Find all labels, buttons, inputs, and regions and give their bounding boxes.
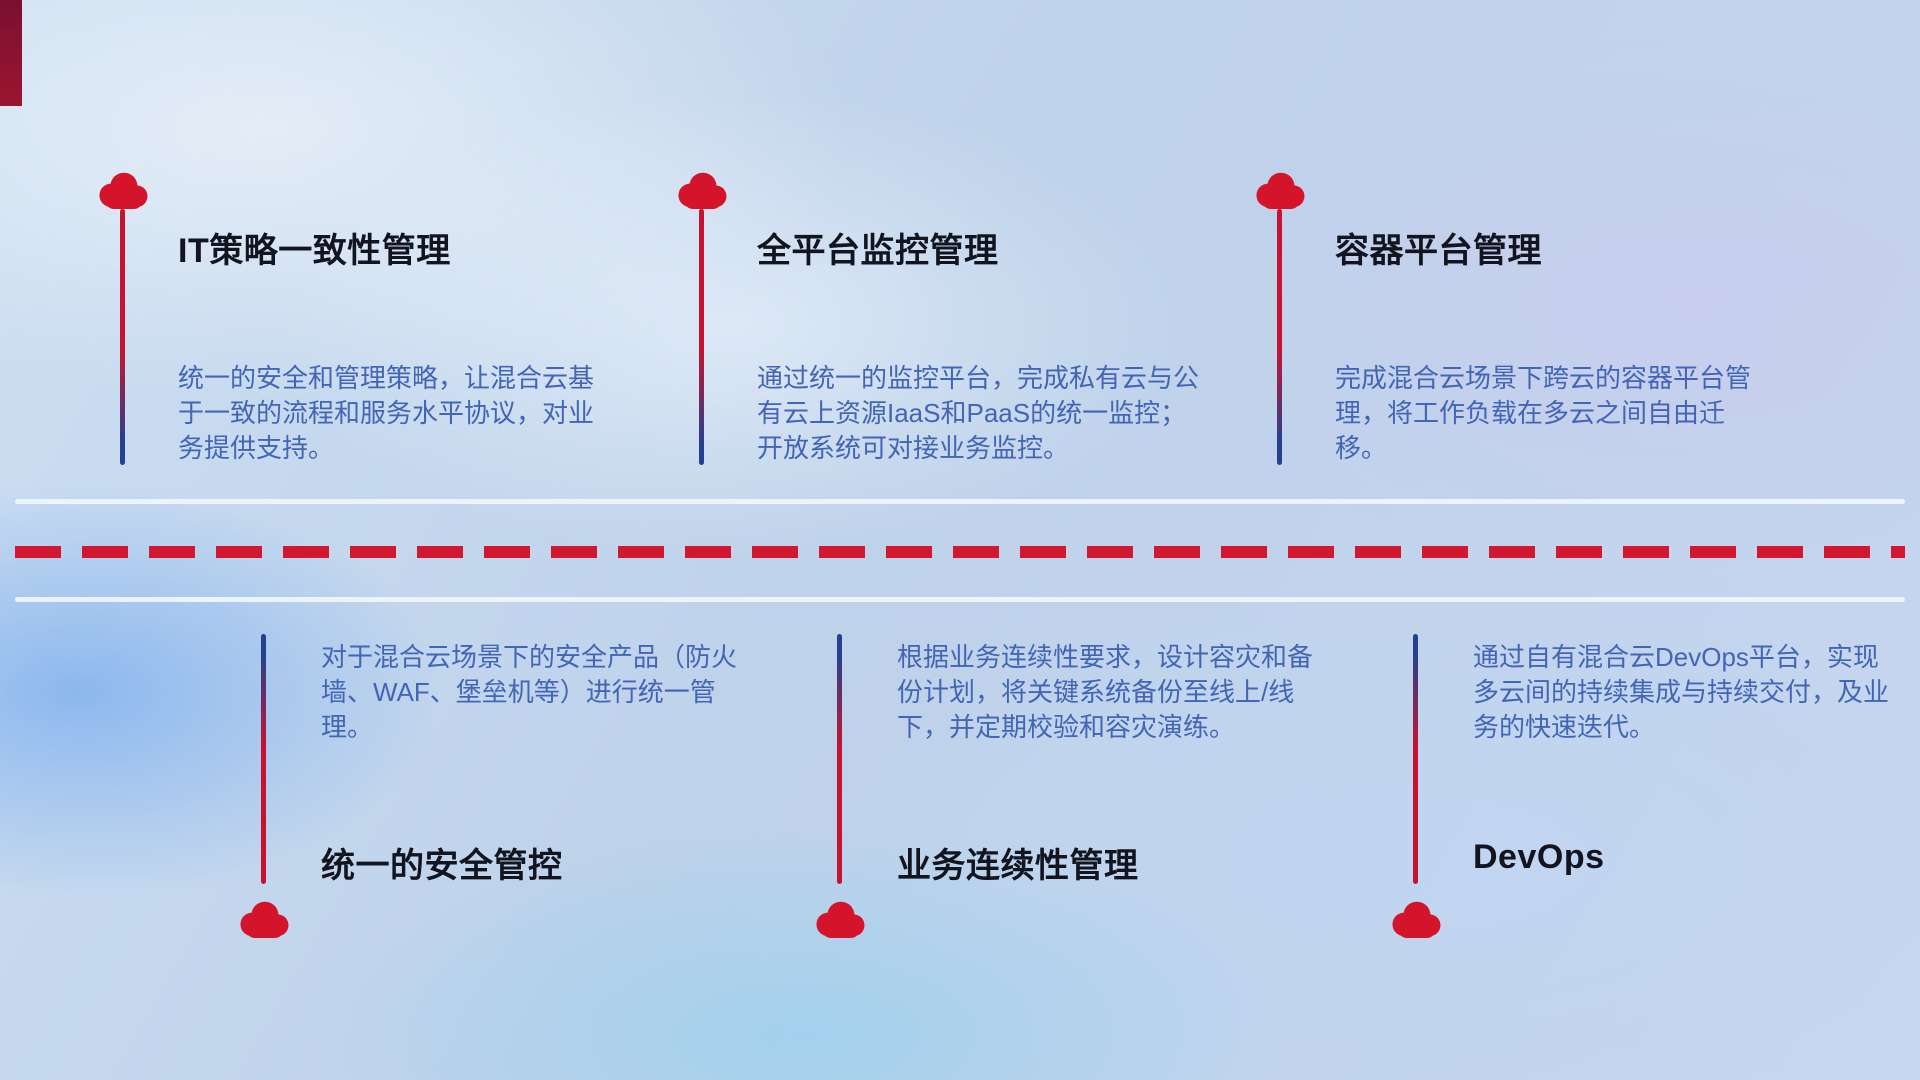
- connector-line: [837, 634, 842, 884]
- item-description: 通过统一的监控平台，完成私有云与公有云上资源IaaS和PaaS的统一监控；开放系…: [757, 363, 1200, 463]
- connector-line: [120, 209, 125, 465]
- divider-dashed-line: [15, 546, 1905, 558]
- item-title: DevOps: [1473, 838, 1605, 876]
- cloud-icon: [1251, 169, 1309, 209]
- timeline-item-business-continuity: 根据业务连续性要求，设计容灾和备份计划，将关键系统备份至线上/线下，并定期校验和…: [837, 634, 1397, 944]
- item-description: 根据业务连续性要求，设计容灾和备份计划，将关键系统备份至线上/线下，并定期校验和…: [897, 642, 1314, 742]
- cloud-icon: [811, 898, 869, 938]
- cloud-icon: [1387, 898, 1445, 938]
- connector-line: [1413, 634, 1418, 884]
- divider-line-top: [15, 499, 1905, 504]
- cloud-icon: [673, 169, 731, 209]
- item-title: 容器平台管理: [1335, 232, 1542, 270]
- timeline-item-monitoring: 全平台监控管理 通过统一的监控平台，完成私有云与公有云上资源IaaS和PaaS的…: [699, 169, 1259, 469]
- item-title: 统一的安全管控: [321, 847, 563, 885]
- item-description: 通过自有混合云DevOps平台，实现多云间的持续集成与持续交付，及业务的快速迭代…: [1473, 642, 1890, 742]
- corner-accent: [0, 0, 22, 106]
- connector-line: [699, 209, 704, 465]
- connector-line: [261, 634, 266, 884]
- timeline-item-it-policy: IT策略一致性管理 统一的安全和管理策略，让混合云基于一致的流程和服务水平协议，…: [120, 169, 680, 469]
- item-title: 全平台监控管理: [757, 232, 999, 270]
- item-title: 业务连续性管理: [897, 847, 1139, 885]
- cloud-icon: [94, 169, 152, 209]
- timeline-item-security-control: 对于混合云场景下的安全产品（防火墙、WAF、堡垒机等）进行统一管理。 统一的安全…: [261, 634, 821, 944]
- timeline-item-container-platform: 容器平台管理 完成混合云场景下跨云的容器平台管理，将工作负载在多云之间自由迁移。: [1277, 169, 1837, 469]
- cloud-icon: [235, 898, 293, 938]
- item-title: IT策略一致性管理: [178, 232, 451, 270]
- item-description: 对于混合云场景下的安全产品（防火墙、WAF、堡垒机等）进行统一管理。: [321, 642, 738, 742]
- item-description: 统一的安全和管理策略，让混合云基于一致的流程和服务水平协议，对业务提供支持。: [178, 363, 595, 463]
- item-description: 完成混合云场景下跨云的容器平台管理，将工作负载在多云之间自由迁移。: [1335, 363, 1752, 463]
- timeline-item-devops: 通过自有混合云DevOps平台，实现多云间的持续集成与持续交付，及业务的快速迭代…: [1413, 634, 1920, 944]
- divider-line-bottom: [15, 597, 1905, 602]
- connector-line: [1277, 209, 1282, 465]
